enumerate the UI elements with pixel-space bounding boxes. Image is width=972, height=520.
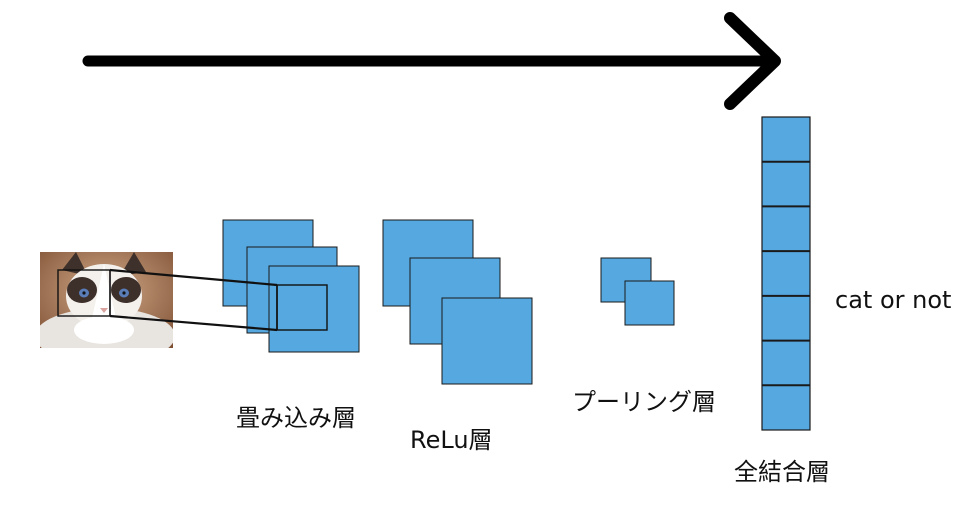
output-label: cat or not [835,286,952,314]
convolution-layer [222,219,360,353]
fully-connected-layer-label: 全結合層 [734,458,830,486]
process-arrow [82,12,781,110]
cat-photo-icon [40,252,173,348]
conv-feature-map-3 [268,265,360,353]
pooling-layer-label: プーリング層 [572,388,716,416]
input-cat-photo [40,252,173,348]
pool-feature-map-2 [624,280,675,326]
pooling-layer [600,257,675,326]
relu-layer-label: ReLu層 [410,426,493,454]
fully-connected-layer [761,116,811,431]
projection-lines [109,268,278,332]
convolution-layer-label: 畳み込み層 [236,404,356,432]
relu-layer [382,219,533,385]
relu-feature-map-3 [441,297,533,385]
